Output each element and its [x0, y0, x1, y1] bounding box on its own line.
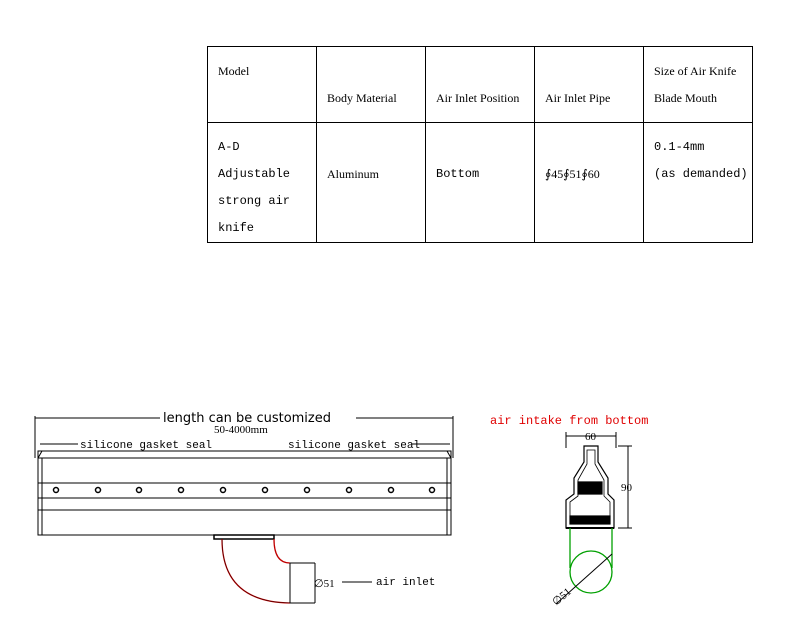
section-view: air intake from bottom 60 90 ∅51 — [490, 414, 648, 608]
air-inlet-position-value: Bottom — [436, 167, 480, 181]
inlet-pipe-section — [555, 528, 613, 605]
model-line1: A-D Adjustable — [218, 140, 291, 181]
section-title: air intake from bottom — [490, 414, 648, 428]
model-line2: strong air — [218, 194, 291, 208]
cell-air-inlet-position: Bottom — [425, 122, 535, 243]
blade-mouth-line2: (as demanded) — [654, 167, 748, 181]
header-body-material-label: Body Material — [327, 91, 397, 105]
table-header-row: Model Body Material Air Inlet Position A… — [207, 46, 753, 123]
header-blade-mouth-line2: Blade Mouth — [654, 91, 717, 105]
body-material-value: Aluminum — [327, 167, 380, 181]
cell-model: A-D Adjustable strong air knife — [207, 122, 317, 243]
header-body-material: Body Material — [316, 46, 426, 123]
length-label: length can be customized — [163, 411, 331, 426]
seal-left-label: silicone gasket seal — [80, 440, 212, 452]
front-view: length can be customized 50-4000mm silic… — [34, 411, 454, 604]
pipe-section-dimension: ∅51 — [550, 586, 573, 608]
table-row: A-D Adjustable strong air knife Aluminum… — [207, 122, 753, 243]
knife-profile — [565, 445, 615, 529]
blade-mouth-line1: 0.1-4mm — [654, 140, 705, 154]
header-air-inlet-pipe: Air Inlet Pipe — [534, 46, 644, 123]
cell-blade-mouth: 0.1-4mm (as demanded) — [643, 122, 753, 243]
header-model-label: Model — [218, 64, 250, 78]
inlet-elbow-pipe — [221, 538, 316, 604]
seal-right-label: silicone gasket seal — [288, 440, 420, 452]
cell-body-material: Aluminum — [316, 122, 426, 243]
inlet-flange — [213, 534, 275, 540]
header-blade-mouth-line1: Size of Air Knife — [654, 64, 737, 78]
header-air-inlet-position-label: Air Inlet Position — [436, 91, 520, 105]
air-inlet-pipe-value: ∮45∮51∮60 — [545, 167, 600, 181]
pipe-diameter-label: ∅51 — [314, 578, 335, 590]
cell-air-inlet-pipe: ∮45∮51∮60 — [534, 122, 644, 243]
length-range: 50-4000mm — [214, 424, 268, 436]
spec-table: Model Body Material Air Inlet Position A… — [207, 46, 753, 243]
knife-body — [37, 450, 452, 536]
width-dimension: 60 — [585, 431, 597, 443]
header-air-inlet-pipe-label: Air Inlet Pipe — [545, 91, 611, 105]
header-model: Model — [207, 46, 317, 123]
header-blade-mouth: Size of Air Knife Blade Mouth — [643, 46, 753, 123]
air-inlet-label: air inlet — [376, 577, 435, 589]
height-dimension: 90 — [621, 482, 633, 494]
model-line3: knife — [218, 221, 255, 235]
mounting-holes — [52, 486, 436, 494]
